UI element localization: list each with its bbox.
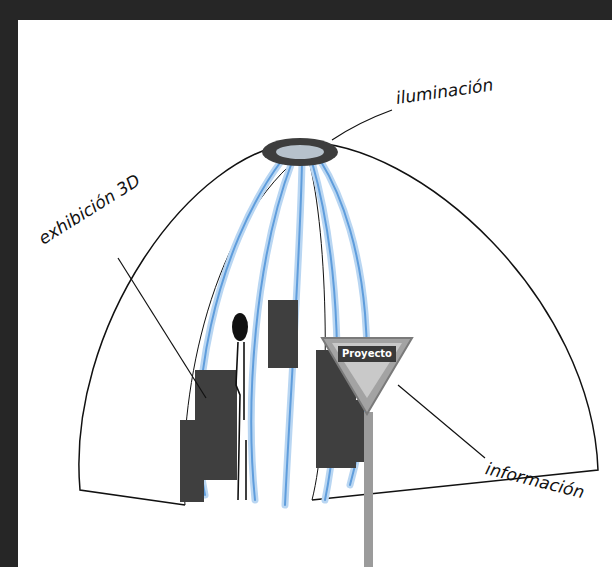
left-band (0, 0, 18, 567)
sign-post (364, 412, 373, 567)
callout-label: exhibición 3D (35, 170, 144, 248)
leader-lines (118, 110, 485, 458)
top-band (0, 0, 612, 20)
callout-label: iluminación (395, 74, 495, 107)
dome-outline (79, 142, 598, 505)
exhibits (180, 300, 364, 502)
person (232, 313, 248, 500)
sign-node: Proyecto (320, 336, 414, 416)
sign-text: Proyecto (338, 346, 396, 362)
callout-label: información (484, 458, 587, 502)
light-lens (276, 145, 324, 159)
light-fixture (262, 138, 338, 166)
